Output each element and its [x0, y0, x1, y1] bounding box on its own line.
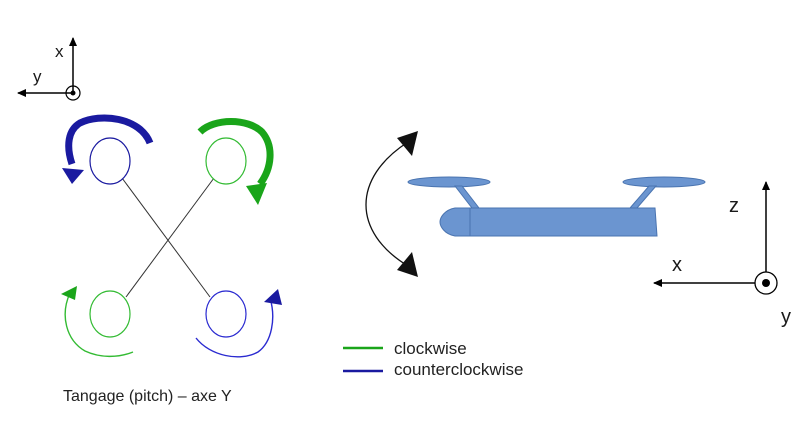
- arrow-head: [61, 286, 77, 300]
- top-x-label: x: [55, 42, 64, 61]
- rotor-circle: [89, 290, 131, 338]
- legend: clockwise counterclockwise: [343, 339, 523, 379]
- rotor-mast-left: [453, 185, 481, 209]
- quad-side-view: [407, 176, 706, 237]
- rotor-rear-left: [61, 286, 134, 358]
- arrow-head: [62, 168, 84, 184]
- rotor-circle: [205, 290, 247, 338]
- side-z-label: z: [729, 195, 739, 217]
- rotor-circle: [89, 137, 131, 185]
- dot-in-circle-icon: [65, 85, 81, 101]
- rotor-circle: [205, 137, 247, 185]
- rotor-front-left: [62, 114, 154, 185]
- fuselage-nose: [439, 207, 471, 237]
- rotor-mast-right: [628, 185, 658, 209]
- curved-double-arrow-icon: [365, 131, 418, 277]
- rotation-arrow-clockwise: [197, 118, 274, 187]
- arrow-head: [246, 183, 267, 205]
- fuselage: [469, 207, 658, 237]
- frame-arm-2: [125, 177, 215, 298]
- rotation-arrow-counterclockwise: [195, 297, 274, 358]
- legend-label-clockwise: clockwise: [394, 339, 467, 358]
- rotation-arrow-clockwise: [64, 292, 134, 358]
- rotor-disc-right: [622, 176, 706, 188]
- top-axes: x y: [17, 37, 81, 101]
- legend-label-counterclockwise: counterclockwise: [394, 360, 523, 379]
- frame-arm-1: [121, 177, 211, 298]
- dot-in-circle-icon: [754, 271, 778, 295]
- diagram-caption: Tangage (pitch) – axe Y: [63, 388, 232, 405]
- rotor-disc-left: [407, 176, 491, 188]
- rotor-front-right: [197, 118, 274, 205]
- top-y-label: y: [33, 67, 42, 86]
- side-y-label: y: [781, 306, 791, 328]
- arrow-head: [264, 289, 282, 305]
- side-x-label: x: [672, 254, 682, 276]
- quad-top-view: [61, 114, 282, 358]
- side-axes: z x y: [653, 181, 791, 328]
- rotation-arrow-counterclockwise: [65, 114, 154, 166]
- rotor-rear-right: [195, 289, 282, 358]
